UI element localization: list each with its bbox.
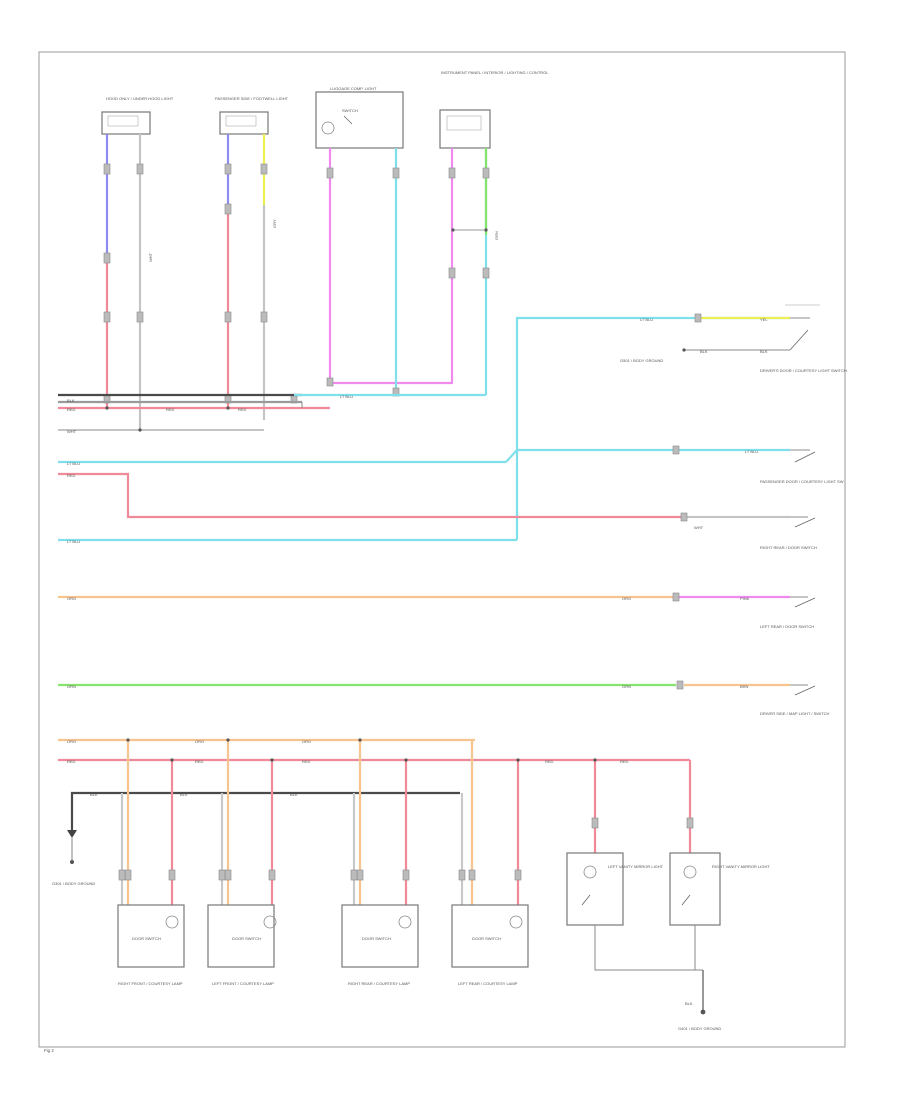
bulb-icon <box>398 915 412 929</box>
svg-text:ORG: ORG <box>67 596 76 601</box>
driver-map-light-switch: DRIVER SIDE / MAP LIGHT / SWITCH <box>760 684 830 716</box>
bulb-icon <box>263 915 277 929</box>
vertical-wire-labels: WHT GRY GRN <box>148 219 499 262</box>
svg-text:PINK: PINK <box>740 596 750 601</box>
svg-text:WHT: WHT <box>694 525 704 530</box>
svg-text:INSTRUMENT PANEL / INTERIOR /: INSTRUMENT PANEL / INTERIOR / LIGHTING /… <box>441 70 549 75</box>
svg-text:BRN: BRN <box>740 684 749 689</box>
bulb-icon <box>165 915 179 929</box>
svg-text:LT BLU: LT BLU <box>745 449 758 454</box>
svg-text:RED: RED <box>67 407 76 412</box>
svg-text:BLK: BLK <box>90 792 98 797</box>
g-bottom-label: G401 / BODY GROUND <box>678 1026 721 1031</box>
svg-text:RED: RED <box>67 473 76 478</box>
frame-label: Fig 2 <box>44 1048 54 1053</box>
driver-door-courtesy-switch: DRIVER'S DOOR / COURTESY LIGHT SWITCH <box>760 304 847 373</box>
svg-text:ORG: ORG <box>195 739 204 744</box>
passenger-door-switch: PASSENGER DOOR / COURTESY LIGHT SW <box>760 449 844 484</box>
svg-text:RIGHT REAR / COURTESY LAMP: RIGHT REAR / COURTESY LAMP <box>348 981 410 986</box>
svg-text:PASSENGER SIDE / FOOTWELL LIGH: PASSENGER SIDE / FOOTWELL LIGHT <box>215 96 289 101</box>
luggage-comp-light: LUGGAGE COMP. LIGHT SWITCH <box>315 86 404 149</box>
svg-text:SWITCH: SWITCH <box>342 108 358 113</box>
bulb-icon <box>321 121 335 135</box>
courtesy-lamp-right-rear: DOOR SWITCH RIGHT REAR / COURTESY LAMP <box>341 904 419 986</box>
svg-text:RED: RED <box>620 759 629 764</box>
svg-text:RED: RED <box>238 407 247 412</box>
r1-ground-label: G501 / BODY GROUND <box>620 358 663 363</box>
right-vanity-mirror-light: RIGHT VANITY MIRROR LIGHT <box>669 852 770 926</box>
passenger-footwell-light: PASSENGER SIDE / FOOTWELL LIGHT <box>215 96 289 135</box>
left-vanity-mirror-light: LEFT VANITY MIRROR LIGHT <box>566 852 664 926</box>
svg-text:RED: RED <box>67 759 76 764</box>
svg-text:BLK: BLK <box>290 792 298 797</box>
svg-text:LT BLU: LT BLU <box>67 539 80 544</box>
svg-text:GRN: GRN <box>67 684 76 689</box>
svg-text:BLK: BLK <box>685 1001 693 1006</box>
svg-text:GRN: GRN <box>494 231 499 240</box>
svg-text:LT BLU: LT BLU <box>67 461 80 466</box>
svg-text:LUGGAGE COMP. LIGHT: LUGGAGE COMP. LIGHT <box>330 86 377 91</box>
svg-text:RIGHT VANITY MIRROR LIGHT: RIGHT VANITY MIRROR LIGHT <box>712 864 770 869</box>
courtesy-lamp-wiring <box>118 738 694 905</box>
svg-text:RED: RED <box>195 759 204 764</box>
svg-text:WHT: WHT <box>148 252 153 262</box>
svg-text:RED: RED <box>545 759 554 764</box>
svg-text:BLK: BLK <box>760 349 768 354</box>
svg-text:BLK: BLK <box>67 398 75 403</box>
svg-text:DOOR SWITCH: DOOR SWITCH <box>472 936 501 941</box>
bulb-icon <box>583 865 597 879</box>
bulb-icon <box>509 915 523 929</box>
switch-icon <box>581 894 591 906</box>
switch-icon <box>343 115 353 125</box>
svg-text:RIGHT FRONT / COURTESY LAMP: RIGHT FRONT / COURTESY LAMP <box>118 981 183 986</box>
svg-text:DRIVER'S DOOR / COURTESY LIGHT: DRIVER'S DOOR / COURTESY LIGHT SWITCH <box>760 368 847 373</box>
svg-text:ORG: ORG <box>67 739 76 744</box>
svg-text:LEFT VANITY MIRROR LIGHT: LEFT VANITY MIRROR LIGHT <box>608 864 664 869</box>
right-rear-door-switch: RIGHT REAR / DOOR SWITCH <box>760 516 817 550</box>
svg-text:DOOR SWITCH: DOOR SWITCH <box>362 936 391 941</box>
svg-text:ORG: ORG <box>302 739 311 744</box>
g-left-label: G301 / BODY GROUND <box>52 881 95 886</box>
connector-marks <box>103 163 490 404</box>
svg-text:PASSENGER DOOR / COURTESY LIGH: PASSENGER DOOR / COURTESY LIGHT SW <box>760 479 844 484</box>
under-hood-light: HOOD ONLY / UNDER HOOD LIGHT <box>101 96 174 135</box>
svg-text:LEFT REAR / COURTESY LAMP: LEFT REAR / COURTESY LAMP <box>458 981 518 986</box>
svg-text:ORG: ORG <box>622 596 631 601</box>
svg-text:LEFT FRONT / COURTESY LAMP: LEFT FRONT / COURTESY LAMP <box>212 981 274 986</box>
svg-text:LT BLU: LT BLU <box>340 394 353 399</box>
diagram-frame <box>38 51 846 1048</box>
svg-text:RED: RED <box>166 407 175 412</box>
svg-text:GRN: GRN <box>622 684 631 689</box>
svg-text:HOOD ONLY / UNDER HOOD LIGHT: HOOD ONLY / UNDER HOOD LIGHT <box>106 96 174 101</box>
svg-text:YEL: YEL <box>760 317 768 322</box>
svg-text:BLK: BLK <box>180 792 188 797</box>
svg-text:DRIVER SIDE / MAP LIGHT / SWIT: DRIVER SIDE / MAP LIGHT / SWITCH <box>760 711 830 716</box>
bulb-icon <box>683 865 697 879</box>
svg-text:GRY: GRY <box>272 219 277 228</box>
svg-text:BLK: BLK <box>700 349 708 354</box>
svg-text:LEFT REAR / DOOR SWITCH: LEFT REAR / DOOR SWITCH <box>760 624 814 629</box>
courtesy-lamp-left-front: DOOR SWITCH LEFT FRONT / COURTESY LAMP <box>207 904 277 986</box>
ground-icon <box>67 830 77 838</box>
left-rear-door-switch: LEFT REAR / DOOR SWITCH <box>760 596 816 629</box>
svg-text:RED: RED <box>302 759 311 764</box>
switch-icon <box>681 894 691 906</box>
svg-text:DOOR SWITCH: DOOR SWITCH <box>232 936 261 941</box>
interior-lighting-control: INSTRUMENT PANEL / INTERIOR / LIGHTING /… <box>439 70 549 149</box>
svg-text:DOOR SWITCH: DOOR SWITCH <box>132 936 161 941</box>
svg-text:WHT: WHT <box>67 429 77 434</box>
courtesy-lamp-left-rear: DOOR SWITCH LEFT REAR / COURTESY LAMP <box>451 904 529 986</box>
svg-text:RIGHT REAR / DOOR SWITCH: RIGHT REAR / DOOR SWITCH <box>760 545 817 550</box>
svg-text:LT BLU: LT BLU <box>640 317 653 322</box>
courtesy-lamp-right-front: DOOR SWITCH RIGHT FRONT / COURTESY LAMP <box>117 904 185 986</box>
